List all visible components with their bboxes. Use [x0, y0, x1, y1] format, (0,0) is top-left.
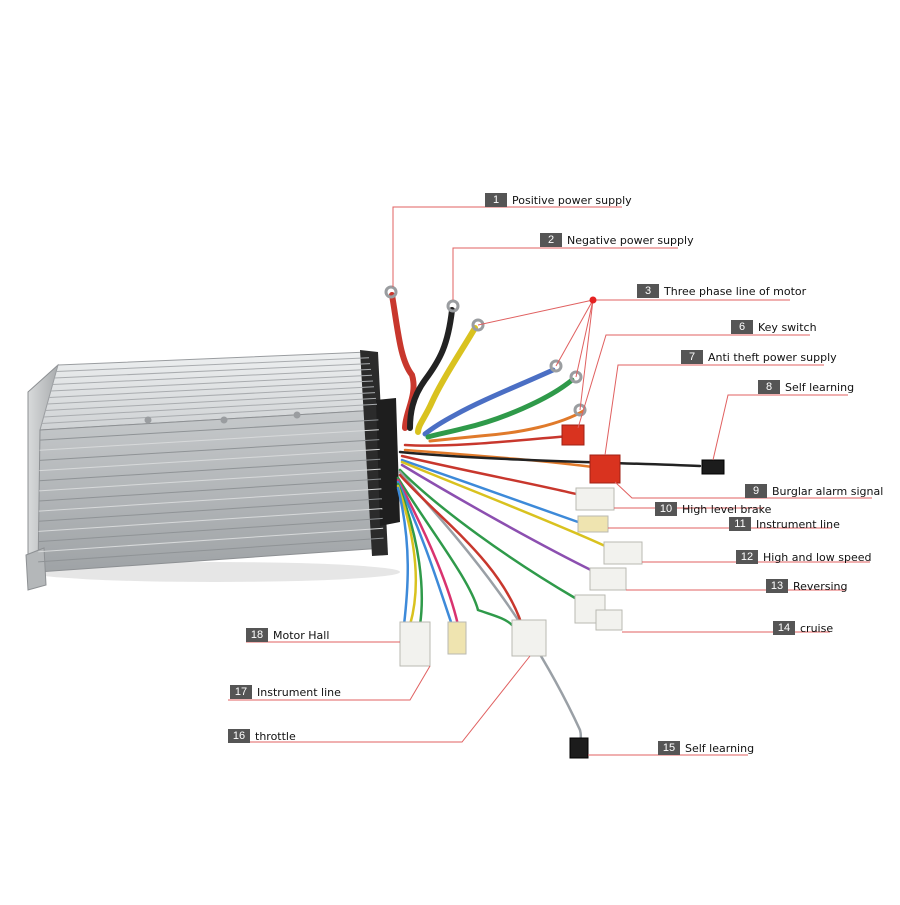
motor-hall-connector	[399, 621, 431, 667]
fin-line	[38, 508, 383, 532]
fin-line	[47, 386, 375, 405]
power-wires	[389, 292, 587, 443]
label-number: 7	[681, 350, 703, 364]
label-text: Reversing	[793, 579, 848, 593]
high-brake-connector	[575, 487, 615, 511]
label-number: 10	[655, 502, 677, 516]
fin-line	[52, 368, 372, 385]
label-8: 8 Self learning	[758, 379, 854, 395]
label-number: 11	[729, 517, 751, 531]
label-text: Motor Hall	[273, 628, 330, 642]
label-number: 2	[540, 233, 562, 247]
wire-green	[425, 377, 575, 440]
label-13: 13 Reversing	[766, 578, 847, 594]
label-number: 14	[773, 621, 795, 635]
label-number: 18	[246, 628, 268, 642]
wire-positive	[389, 292, 417, 431]
throttle-connector	[511, 619, 547, 657]
label-text: Self learning	[685, 741, 755, 755]
self-learning-plug-15	[569, 737, 589, 759]
fin-line	[39, 448, 380, 472]
connectors	[399, 424, 725, 759]
fin-line	[38, 488, 382, 512]
controller-housing	[25, 350, 400, 591]
signal-wires	[396, 434, 702, 747]
label-text: Self learning	[785, 380, 855, 394]
reversing-connector	[589, 567, 627, 591]
label-number: 8	[758, 380, 780, 394]
fin-line	[39, 468, 381, 492]
label-number: 1	[485, 193, 507, 207]
label-11: 11 Instrument line	[729, 516, 840, 532]
label-text: High and low speed	[763, 550, 872, 564]
label-16: 16 throttle	[228, 728, 296, 744]
label-number: 6	[731, 320, 753, 334]
label-text: Positive power supply	[512, 193, 632, 207]
label-9: 9 Burglar alarm signal	[745, 483, 883, 499]
instrument-line-connector	[577, 515, 609, 533]
key-switch-connector	[561, 424, 585, 446]
label-text: Key switch	[758, 320, 817, 334]
label-text: throttle	[255, 729, 296, 743]
wire-negative	[407, 307, 455, 431]
label-3: 3 Three phase line of motor	[637, 283, 806, 299]
ring-terminals	[384, 285, 587, 417]
label-1: 1 Positive power supply	[485, 192, 632, 208]
label-text: High level brake	[682, 502, 772, 516]
label-number: 13	[766, 579, 788, 593]
label-text: Anti theft power supply	[708, 350, 837, 364]
fin-line	[54, 363, 371, 379]
wire-blue	[422, 367, 556, 437]
label-text: Negative power supply	[567, 233, 694, 247]
phase-junction-dot	[589, 296, 597, 304]
fin-line	[50, 374, 373, 392]
fin-line	[38, 517, 383, 543]
speed-connector	[603, 541, 643, 565]
label-number: 12	[736, 550, 758, 564]
label-text: Three phase line of motor	[664, 284, 807, 298]
label-number: 16	[228, 729, 250, 743]
label-6: 6 Key switch	[731, 319, 817, 335]
housing-screws	[144, 411, 301, 424]
fin-line	[45, 392, 376, 411]
cooling-fins	[38, 357, 384, 563]
fin-line	[48, 380, 374, 398]
fin-line	[39, 429, 379, 451]
label-text: Burglar alarm signal	[772, 484, 884, 498]
wire-orange	[428, 408, 587, 443]
fin-line	[43, 397, 377, 418]
label-text: Instrument line	[257, 685, 341, 699]
label-10: 10 High level brake	[655, 501, 771, 517]
label-2: 2 Negative power supply	[540, 232, 694, 248]
cruise-connector-2	[595, 609, 623, 631]
label-12: 12 High and low speed	[736, 549, 871, 565]
label-text: Instrument line	[756, 517, 840, 531]
label-number: 3	[637, 284, 659, 298]
label-number: 15	[658, 741, 680, 755]
anti-theft-connector	[589, 454, 621, 484]
instrument-line-connector-17	[447, 621, 467, 655]
label-number: 17	[230, 685, 252, 699]
fin-line	[38, 478, 382, 502]
label-15: 15 Self learning	[658, 740, 754, 756]
label-7: 7 Anti theft power supply	[681, 349, 837, 365]
label-text: cruise	[800, 621, 834, 635]
label-17: 17 Instrument line	[230, 684, 341, 700]
label-14: 14 cruise	[773, 620, 833, 636]
wire-yellow	[415, 325, 478, 435]
fin-line	[41, 403, 378, 424]
label-18: 18 Motor Hall	[246, 627, 329, 643]
fin-line	[39, 439, 380, 461]
fin-line	[39, 458, 381, 482]
self-learning-plug-8	[701, 459, 725, 475]
fin-line	[56, 357, 370, 372]
fin-line	[38, 498, 382, 522]
fin-line	[39, 419, 379, 441]
fin-line	[38, 537, 384, 563]
leader-lines	[228, 206, 872, 756]
label-number: 9	[745, 484, 767, 498]
fin-line	[38, 527, 384, 553]
